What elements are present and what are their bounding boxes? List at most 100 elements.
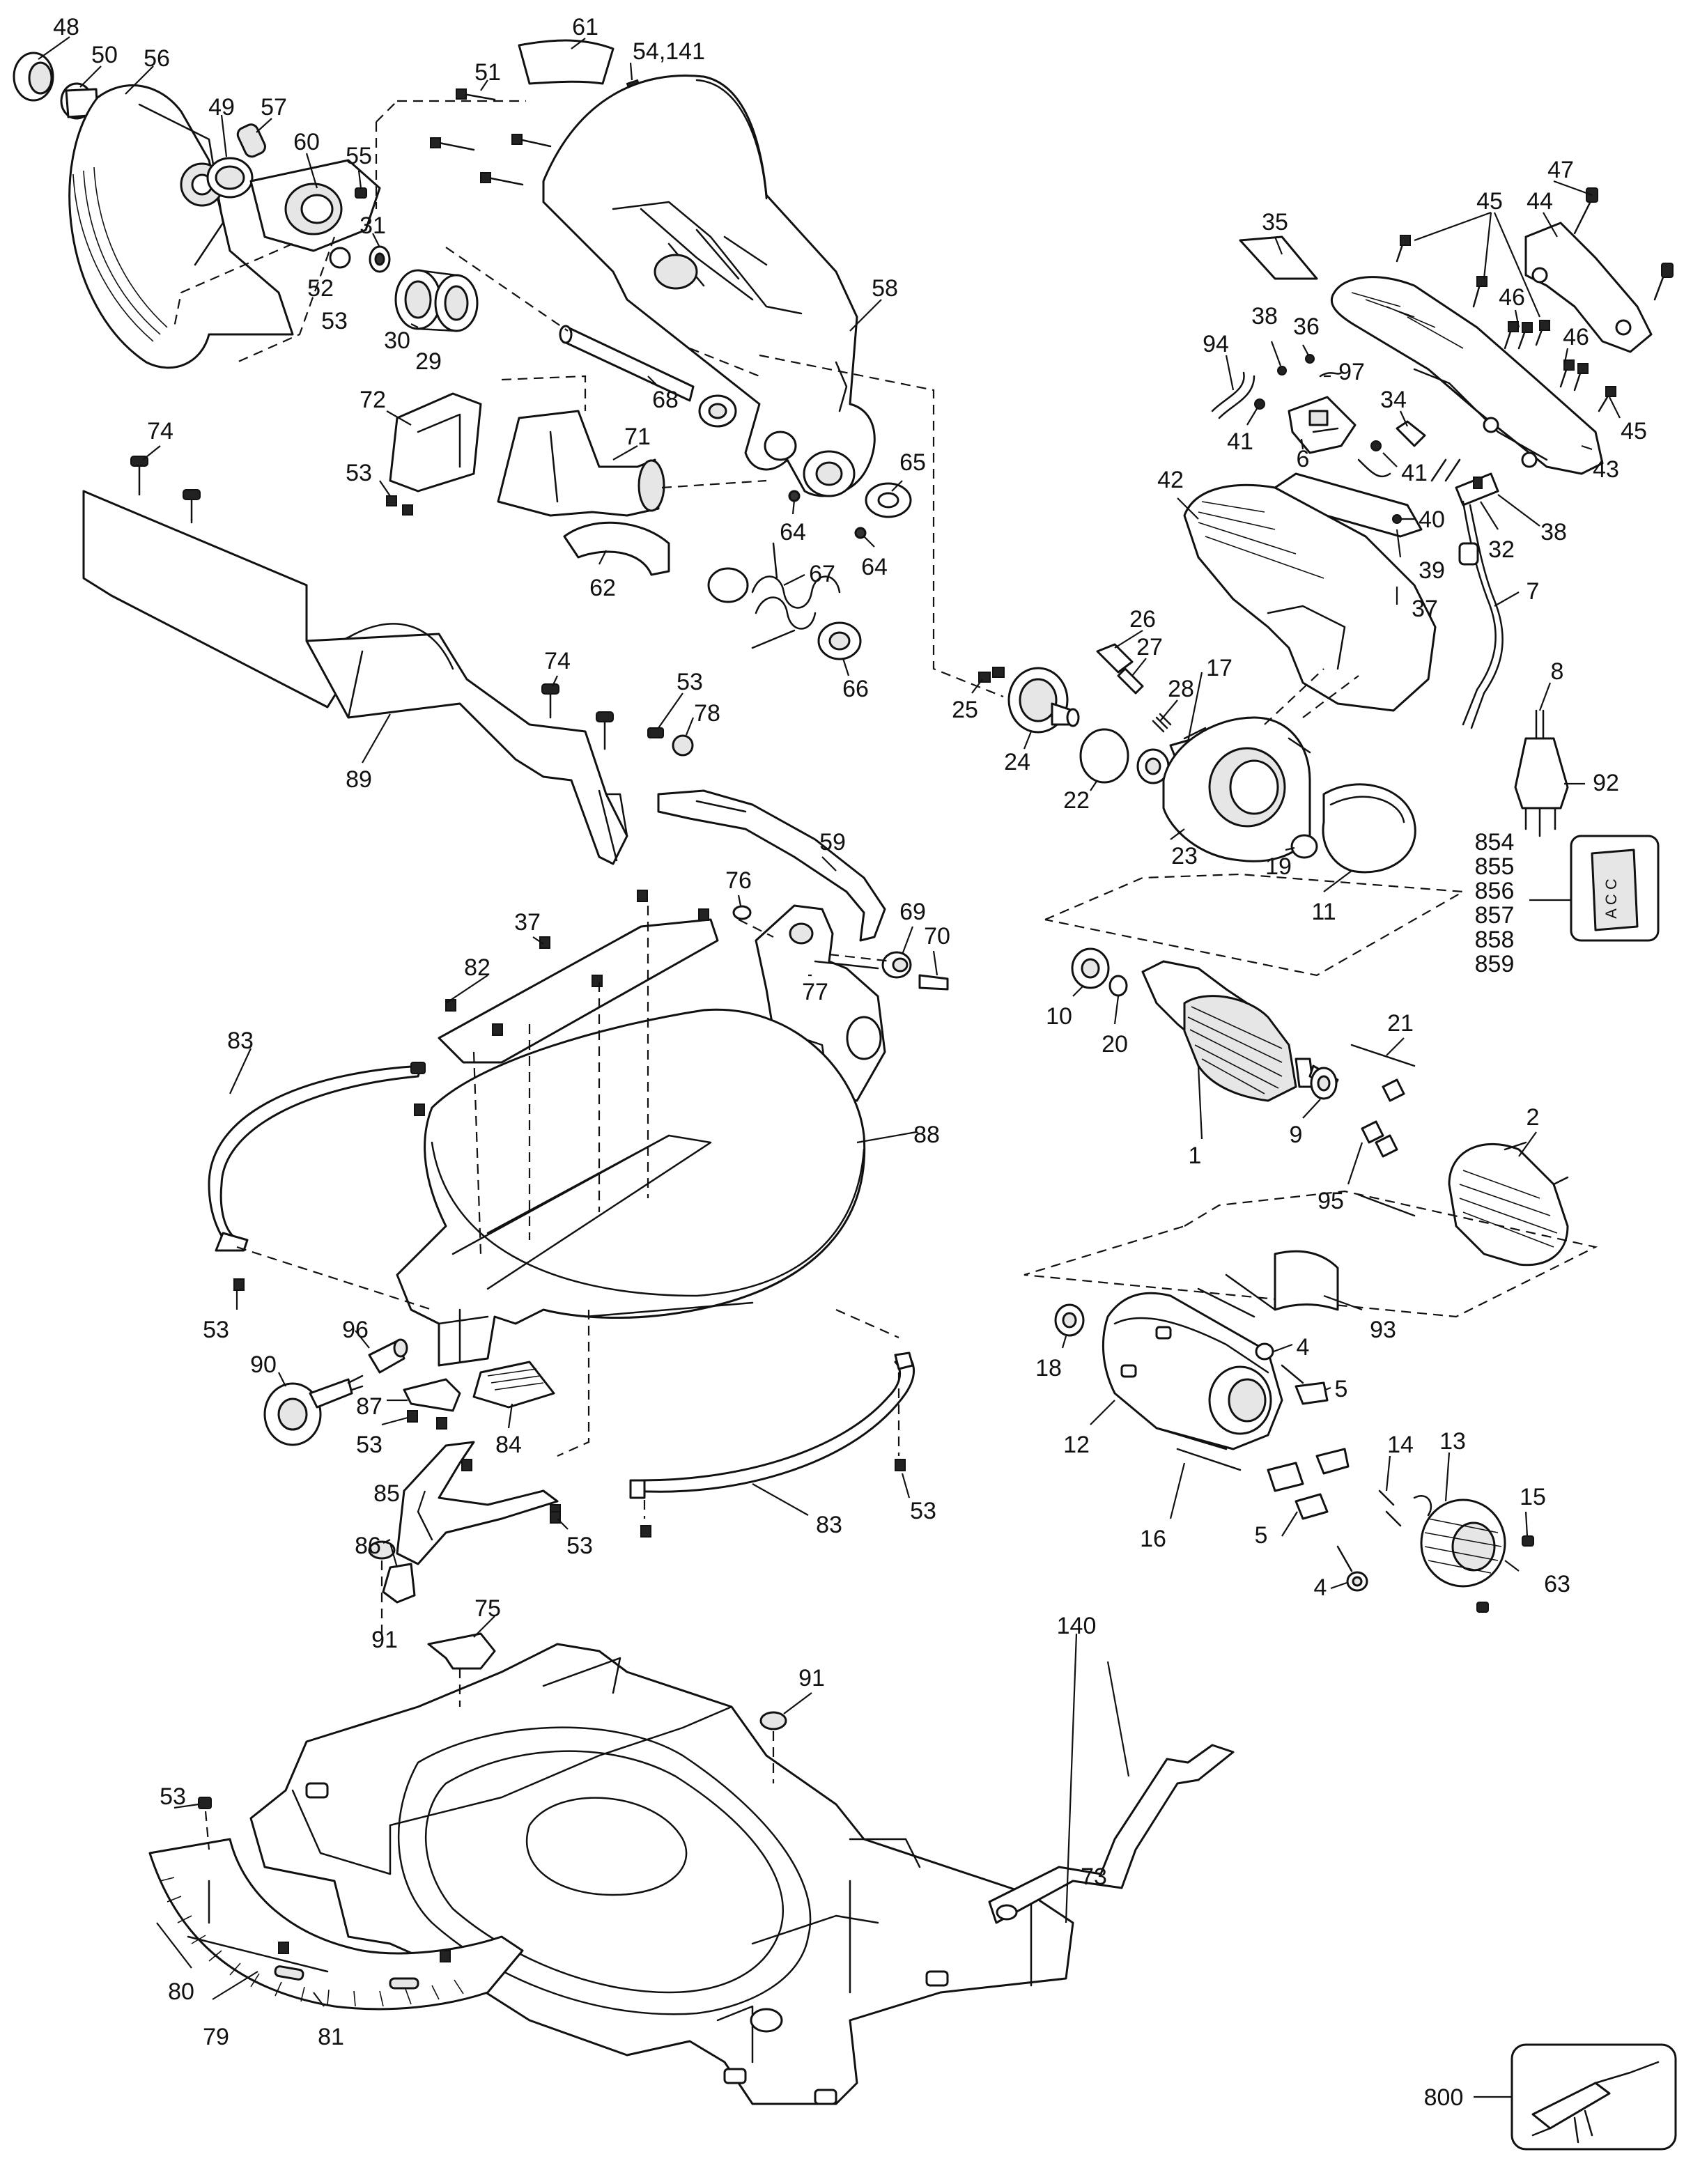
part-22-ring bbox=[1079, 728, 1129, 784]
callout-29: 29 bbox=[415, 348, 442, 375]
label-box-number-6: 859 bbox=[1475, 951, 1515, 977]
part-67-spring bbox=[707, 542, 862, 660]
callout-38a: 38 bbox=[1251, 303, 1278, 330]
part-75-clip bbox=[427, 1632, 496, 1670]
callout-71: 71 bbox=[624, 424, 651, 450]
callout-14: 14 bbox=[1387, 1432, 1414, 1458]
callout-41a: 41 bbox=[1227, 428, 1253, 455]
part-57-pin bbox=[236, 123, 266, 158]
callout-79: 79 bbox=[203, 2024, 229, 2050]
callout-53f: 53 bbox=[566, 1533, 593, 1559]
part-42-handle-half bbox=[1183, 483, 1437, 712]
motor-housing-assembly bbox=[1054, 1250, 1534, 1613]
part-71-chute bbox=[497, 410, 665, 517]
callout-5a: 5 bbox=[1335, 1376, 1348, 1402]
callout-7: 7 bbox=[1527, 578, 1540, 605]
part-55-screw bbox=[355, 187, 367, 199]
part-9-bearing bbox=[1310, 1067, 1338, 1100]
part-76-oring bbox=[732, 905, 752, 920]
callout-91b: 91 bbox=[798, 1665, 825, 1691]
callout-53d: 53 bbox=[203, 1317, 229, 1343]
part-38a bbox=[1277, 366, 1287, 375]
part-69-70 bbox=[881, 951, 949, 991]
callout-2: 2 bbox=[1527, 1104, 1540, 1131]
part-19-ring bbox=[1290, 834, 1318, 859]
callout-36: 36 bbox=[1293, 313, 1320, 340]
callout-5b: 5 bbox=[1255, 1522, 1268, 1549]
part-30-29-rollers bbox=[394, 269, 479, 332]
callout-53e: 53 bbox=[356, 1432, 382, 1458]
callout-81: 81 bbox=[318, 2024, 344, 2050]
part-64b bbox=[854, 527, 867, 539]
part-72-bracket bbox=[389, 392, 482, 493]
part-87-clip bbox=[403, 1378, 461, 1412]
gear-case-outline bbox=[1044, 873, 1466, 977]
part-49-ring bbox=[206, 157, 254, 199]
callout-53h: 53 bbox=[160, 1783, 186, 1810]
part-96-bushing bbox=[368, 1338, 408, 1374]
tool-box bbox=[1474, 2043, 1677, 2151]
callout-69: 69 bbox=[899, 899, 926, 925]
callout-53b: 53 bbox=[346, 460, 372, 486]
part-62-elbow bbox=[563, 521, 670, 576]
callout-41b: 41 bbox=[1401, 460, 1428, 486]
callout-31: 31 bbox=[360, 212, 386, 239]
callout-88: 88 bbox=[913, 1122, 940, 1148]
callout-23: 23 bbox=[1171, 843, 1198, 869]
callout-77: 77 bbox=[802, 979, 828, 1005]
callout-90: 90 bbox=[250, 1352, 277, 1378]
part-43-handle bbox=[1330, 276, 1604, 475]
part-73-base bbox=[249, 1643, 1074, 2105]
part-93-shield bbox=[1274, 1250, 1339, 1311]
callout-93: 93 bbox=[1370, 1317, 1396, 1343]
part-83b-arc bbox=[629, 1352, 915, 1499]
part-80-81-scale bbox=[148, 1838, 524, 2011]
part-95-holder2 bbox=[1361, 1120, 1384, 1144]
callout-1: 1 bbox=[1189, 1143, 1202, 1169]
callout-97: 97 bbox=[1338, 359, 1365, 385]
callout-53g: 53 bbox=[910, 1498, 936, 1524]
callout-37a: 37 bbox=[514, 909, 541, 936]
gear-case-assembly bbox=[978, 643, 1466, 977]
label-box-number-4: 857 bbox=[1475, 902, 1515, 929]
callout-55: 55 bbox=[346, 143, 372, 169]
tool-box-number: 800 bbox=[1424, 2084, 1464, 2111]
part-5a-brush bbox=[1295, 1381, 1329, 1405]
part-86-cap bbox=[382, 1563, 416, 1604]
callout-40: 40 bbox=[1419, 506, 1445, 533]
part-68-shaft bbox=[559, 325, 737, 428]
callout-16: 16 bbox=[1140, 1526, 1166, 1552]
part-27-shaft bbox=[1117, 667, 1144, 695]
part-60-bracket bbox=[249, 159, 381, 252]
part-40 bbox=[1392, 514, 1402, 524]
callout-20: 20 bbox=[1102, 1031, 1128, 1058]
part-20-ring bbox=[1108, 975, 1128, 997]
callout-32: 32 bbox=[1488, 536, 1515, 563]
part-89-fence bbox=[82, 456, 628, 865]
callout-65: 65 bbox=[899, 449, 926, 476]
handle-assembly bbox=[1183, 187, 1674, 837]
part-140-wrench bbox=[988, 1744, 1235, 1924]
part-23-gear-case bbox=[1162, 716, 1311, 862]
callout-6: 6 bbox=[1297, 446, 1310, 472]
part-14-pin bbox=[1378, 1489, 1402, 1527]
part-16-bolt bbox=[1155, 1427, 1228, 1450]
callout-66: 66 bbox=[842, 676, 869, 702]
callout-73: 73 bbox=[1081, 1864, 1107, 1890]
part-53b-screw2 bbox=[402, 504, 413, 516]
callout-11: 11 bbox=[1311, 899, 1336, 925]
callout-43: 43 bbox=[1593, 456, 1619, 483]
callout-25: 25 bbox=[952, 697, 978, 723]
callout-15: 15 bbox=[1520, 1484, 1546, 1510]
part-13-63-endcap bbox=[1413, 1495, 1506, 1588]
part-7-cord bbox=[1462, 500, 1497, 726]
callout-4a: 4 bbox=[1297, 1334, 1310, 1361]
callout-34: 34 bbox=[1380, 387, 1407, 413]
part-34-clip bbox=[1396, 420, 1426, 447]
blade-guard-assembly bbox=[13, 39, 912, 660]
callout-38b: 38 bbox=[1540, 519, 1567, 545]
callout-42: 42 bbox=[1157, 467, 1184, 493]
callout-57: 57 bbox=[261, 94, 287, 121]
callout-63: 63 bbox=[1544, 1571, 1570, 1597]
callout-76: 76 bbox=[725, 867, 752, 894]
